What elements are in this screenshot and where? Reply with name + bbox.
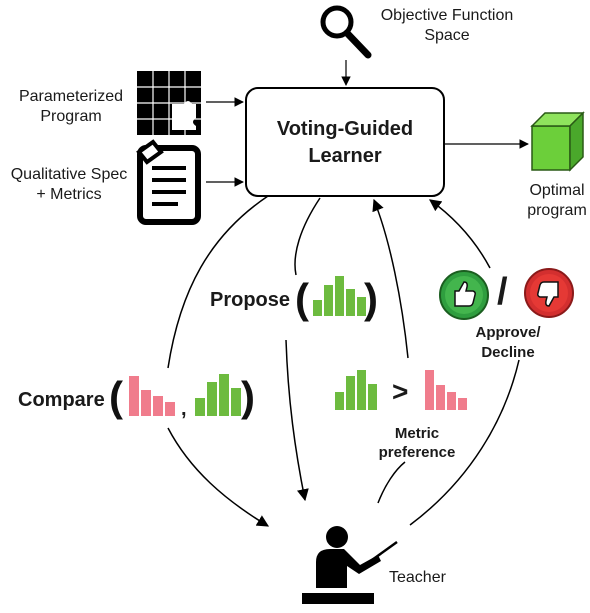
learner-title-line2: Learner xyxy=(308,145,382,167)
metric-histogram-green xyxy=(335,370,377,410)
propose-close-paren: ) xyxy=(364,275,378,322)
approve-label: Approve/ Decline xyxy=(458,323,558,363)
objective-line2: Space xyxy=(424,27,470,44)
optimal-line2: program xyxy=(527,202,587,219)
arrow-teacher-to-approve xyxy=(409,359,520,526)
teacher-label: Teacher xyxy=(389,569,446,586)
learner-title: Voting-Guided Learner xyxy=(246,116,444,170)
arrow-learner-to-compare xyxy=(167,195,269,369)
arrow-approve-to-learner xyxy=(429,199,491,269)
approve-slash: / xyxy=(497,271,508,313)
learner-box xyxy=(245,87,445,197)
compare-label: Compare xyxy=(18,389,105,411)
compare-close-paren: ) xyxy=(241,373,255,420)
compare-open-paren: ( xyxy=(109,373,123,420)
qual-spec-label: Qualitative Spec + Metrics xyxy=(0,165,138,205)
arrow-learner-to-propose xyxy=(294,197,321,276)
approve-line1: Approve/ xyxy=(475,324,541,341)
metric-greater-symbol: > xyxy=(392,376,409,407)
compare-comma: , xyxy=(181,398,187,420)
propose-open-paren: ( xyxy=(295,275,309,322)
metric-histogram-pink xyxy=(425,370,467,410)
thumbs-down-icon xyxy=(524,268,574,318)
qual-spec-line1: Qualitative Spec xyxy=(10,166,128,183)
metric-pref-line2: preference xyxy=(378,444,456,461)
approve-line2: Decline xyxy=(481,344,535,361)
metric-pref-line1: Metric xyxy=(394,425,440,442)
compare-histogram-pink xyxy=(129,376,175,416)
optimal-label: Optimal program xyxy=(524,181,590,221)
teacher-icon xyxy=(302,526,398,604)
propose-histogram xyxy=(313,276,366,316)
qual-spec-line2: + Metrics xyxy=(36,186,102,203)
cube-icon xyxy=(530,111,585,172)
propose-label: Propose xyxy=(210,289,291,311)
puzzle-icon xyxy=(137,71,201,135)
learner-title-line1: Voting-Guided xyxy=(276,118,414,140)
arrow-metric-to-learner xyxy=(372,198,409,359)
param-program-line2: Program xyxy=(40,108,102,125)
optimal-line1: Optimal xyxy=(529,182,585,199)
arrow-propose-to-teacher xyxy=(285,339,309,502)
compare-histogram-green xyxy=(195,374,241,416)
objective-line1: Objective Function xyxy=(380,7,514,24)
magnifier-icon xyxy=(320,5,372,59)
param-program-line1: Parameterized xyxy=(18,88,124,105)
param-program-label: Parameterized Program xyxy=(8,87,134,127)
arrow-teacher-to-metric xyxy=(377,461,406,504)
arrow-compare-to-teacher xyxy=(167,427,270,527)
thumbs-up-icon xyxy=(439,270,489,320)
document-pencil-icon xyxy=(136,139,201,225)
objective-label: Objective Function Space xyxy=(370,6,524,46)
metric-pref-label: Metric preference xyxy=(362,424,472,462)
